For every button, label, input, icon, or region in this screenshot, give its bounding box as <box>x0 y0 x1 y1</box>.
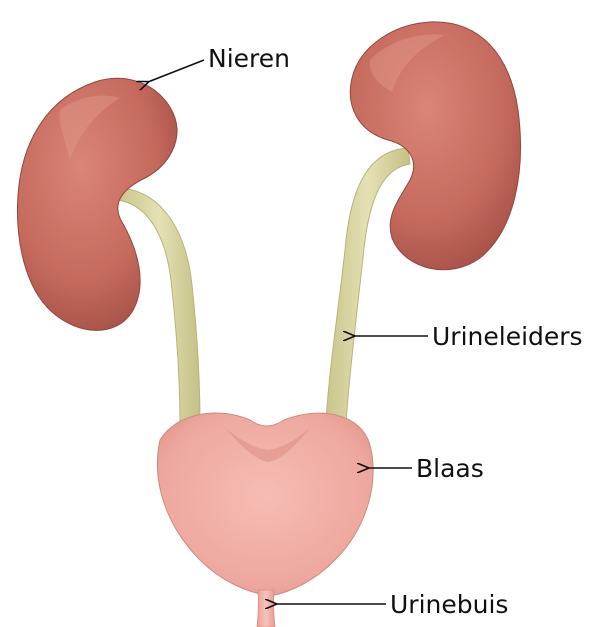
bladder <box>157 413 373 596</box>
right-ureter <box>326 148 410 422</box>
urethra <box>257 590 275 627</box>
ureters-label: Urineleiders <box>432 322 583 351</box>
kidneys-arrow <box>148 60 204 82</box>
kidneys-label: Nieren <box>208 44 290 73</box>
urethra-label: Urinebuis <box>390 590 508 619</box>
bladder-label: Blaas <box>416 454 484 483</box>
